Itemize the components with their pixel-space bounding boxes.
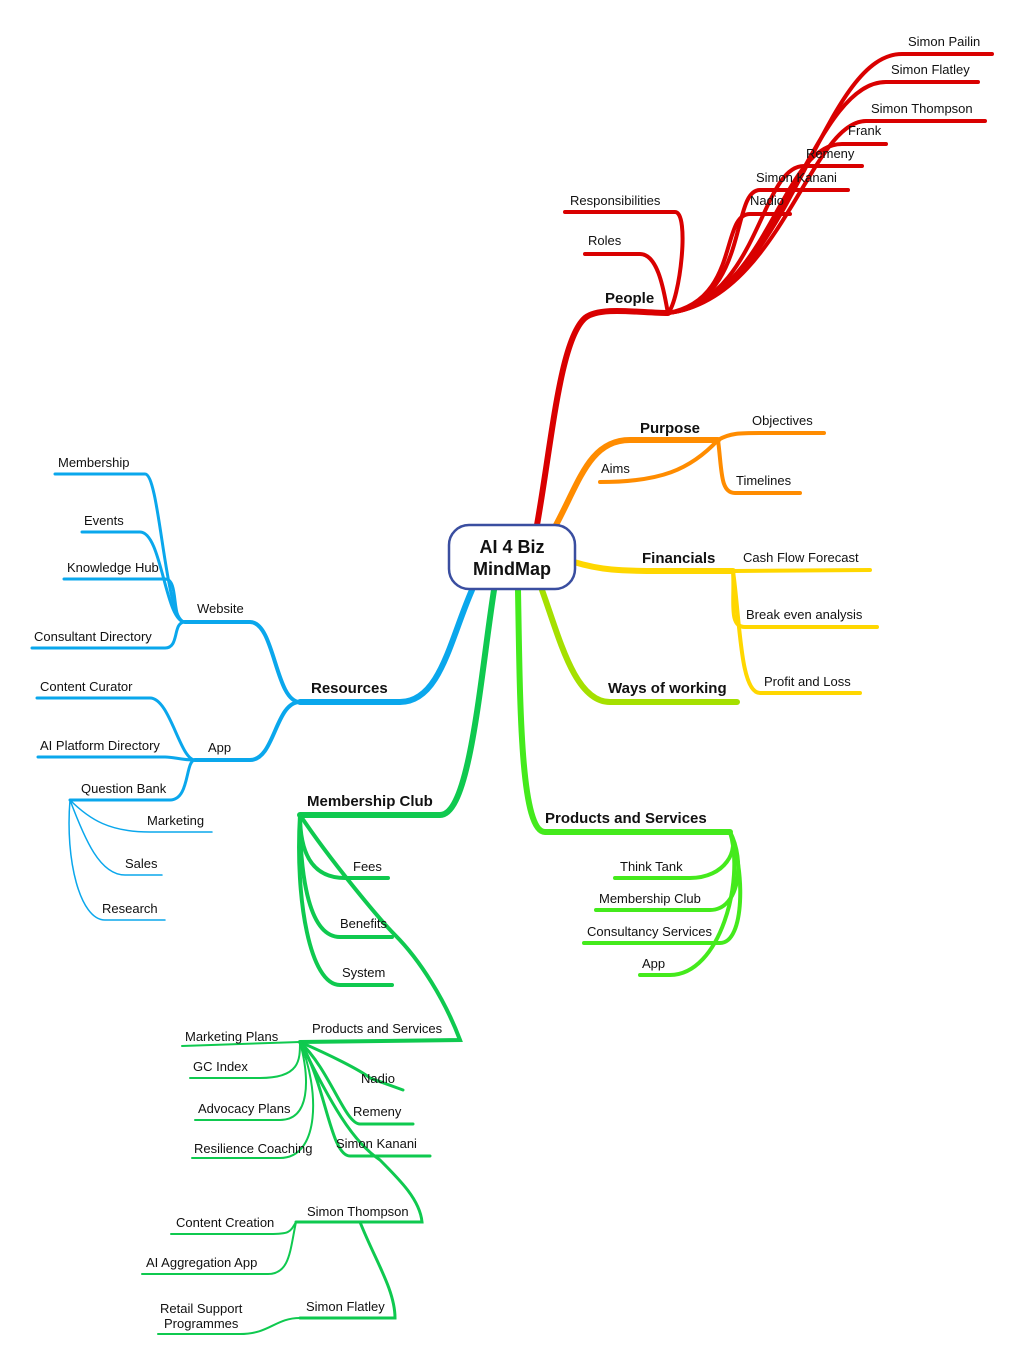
node-app-products[interactable]: App xyxy=(642,956,665,971)
node-simon-pailin[interactable]: Simon Pailin xyxy=(908,34,980,49)
branch-products-services xyxy=(515,587,743,977)
node-nadio-people[interactable]: Nadio xyxy=(750,193,784,208)
node-simon-kanani-membership[interactable]: Simon Kanani xyxy=(336,1136,417,1151)
central-node[interactable]: AI 4 Biz MindMap xyxy=(447,523,577,591)
node-membership-club-products[interactable]: Membership Club xyxy=(599,891,701,906)
node-marketing[interactable]: Marketing xyxy=(147,813,204,828)
node-benefits[interactable]: Benefits xyxy=(340,916,387,931)
node-simon-thompson-membership[interactable]: Simon Thompson xyxy=(307,1204,409,1219)
branch-people xyxy=(534,52,994,528)
node-frank[interactable]: Frank xyxy=(848,123,882,138)
branch-resources xyxy=(30,472,475,921)
node-remeny-people[interactable]: Remeny xyxy=(806,146,855,161)
node-retail-support-line1[interactable]: Retail Support xyxy=(160,1301,243,1316)
node-system[interactable]: System xyxy=(342,965,385,980)
node-membership-club[interactable]: Membership Club xyxy=(307,793,433,810)
node-purpose[interactable]: Purpose xyxy=(640,420,700,437)
node-advocacy-plans[interactable]: Advocacy Plans xyxy=(198,1101,291,1116)
branch-financials xyxy=(571,559,879,695)
node-question-bank[interactable]: Question Bank xyxy=(81,781,167,796)
node-content-curator[interactable]: Content Curator xyxy=(40,679,133,694)
node-people[interactable]: People xyxy=(605,290,654,307)
node-simon-flatley-membership[interactable]: Simon Flatley xyxy=(306,1299,385,1314)
node-roles[interactable]: Roles xyxy=(588,233,622,248)
node-responsibilities[interactable]: Responsibilities xyxy=(570,193,661,208)
node-events[interactable]: Events xyxy=(84,513,124,528)
node-profit-loss[interactable]: Profit and Loss xyxy=(764,674,851,689)
node-simon-thompson-people[interactable]: Simon Thompson xyxy=(871,101,973,116)
node-simon-kanani-people[interactable]: Simon Kanani xyxy=(756,170,837,185)
node-simon-flatley-people[interactable]: Simon Flatley xyxy=(891,62,970,77)
node-research[interactable]: Research xyxy=(102,901,158,916)
node-aims[interactable]: Aims xyxy=(601,461,630,476)
node-membership[interactable]: Membership xyxy=(58,455,130,470)
branch-purpose xyxy=(553,431,826,528)
node-resilience-coaching[interactable]: Resilience Coaching xyxy=(194,1141,313,1156)
branch-ways-of-working xyxy=(539,587,740,705)
node-ai-aggregation-app[interactable]: AI Aggregation App xyxy=(146,1255,257,1270)
branch-membership-club xyxy=(141,587,497,1335)
node-break-even[interactable]: Break even analysis xyxy=(746,607,863,622)
node-fees[interactable]: Fees xyxy=(353,859,382,874)
node-resources[interactable]: Resources xyxy=(311,680,388,697)
central-node-box xyxy=(447,523,577,591)
node-gc-index[interactable]: GC Index xyxy=(193,1059,248,1074)
node-products-services[interactable]: Products and Services xyxy=(545,810,707,827)
node-objectives[interactable]: Objectives xyxy=(752,413,813,428)
node-nadio-membership[interactable]: Nadio xyxy=(361,1071,395,1086)
node-consultant-directory[interactable]: Consultant Directory xyxy=(34,629,152,644)
node-consultancy-services[interactable]: Consultancy Services xyxy=(587,924,712,939)
node-products-services-membership[interactable]: Products and Services xyxy=(312,1021,443,1036)
node-cash-flow[interactable]: Cash Flow Forecast xyxy=(743,550,859,565)
node-knowledge-hub[interactable]: Knowledge Hub xyxy=(67,560,159,575)
central-title-line2: MindMap xyxy=(473,559,551,579)
central-title-line1: AI 4 Biz xyxy=(479,537,544,557)
node-app[interactable]: App xyxy=(208,740,231,755)
node-sales[interactable]: Sales xyxy=(125,856,158,871)
node-ai-platform-directory[interactable]: AI Platform Directory xyxy=(40,738,160,753)
node-timelines[interactable]: Timelines xyxy=(736,473,792,488)
node-content-creation[interactable]: Content Creation xyxy=(176,1215,274,1230)
node-marketing-plans[interactable]: Marketing Plans xyxy=(185,1029,279,1044)
node-remeny-membership[interactable]: Remeny xyxy=(353,1104,402,1119)
node-think-tank[interactable]: Think Tank xyxy=(620,859,683,874)
node-financials[interactable]: Financials xyxy=(642,550,715,567)
node-retail-support-line2[interactable]: Programmes xyxy=(164,1316,239,1331)
node-website[interactable]: Website xyxy=(197,601,244,616)
node-ways-of-working[interactable]: Ways of working xyxy=(608,680,727,697)
